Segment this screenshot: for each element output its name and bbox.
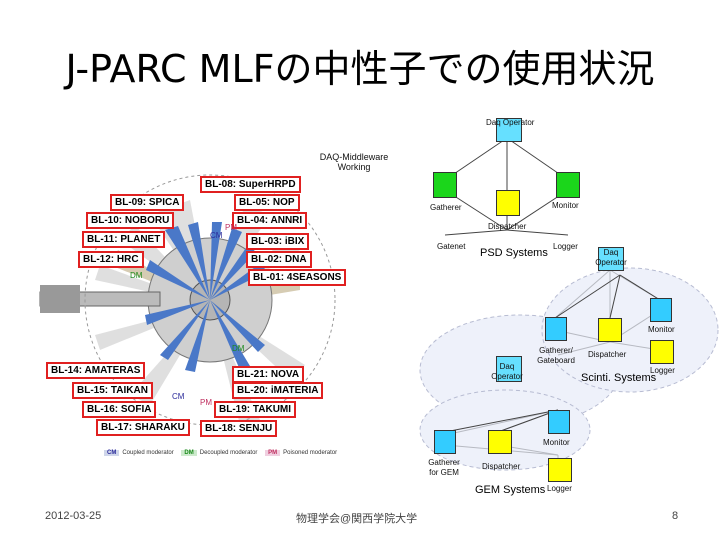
gem-monitor-label: Monitor <box>543 438 570 447</box>
middleware-label: DAQ-Middleware Working <box>319 152 389 172</box>
scinti-system-label: Scinti. Systems <box>581 372 657 384</box>
beamline-label: BL-15: TAIKAN <box>72 382 153 399</box>
psd-monitor-label: Monitor <box>552 201 579 210</box>
beamline-label: BL-17: SHARAKU <box>96 419 190 436</box>
scinti-operator-box <box>598 247 624 271</box>
moderator-tag: CM <box>210 231 223 240</box>
gem-dispatcher-label: Dispatcher <box>482 462 521 471</box>
legend-text: Decoupled moderator <box>199 450 258 456</box>
psd-gatherer-label: Gatherer <box>430 203 462 212</box>
psd-system-label: PSD Systems <box>480 247 548 259</box>
psd-monitor-box <box>556 172 580 198</box>
slide-title: J-PARC MLFの中性子での使用状況 <box>65 47 655 91</box>
daq-operator-box <box>496 118 522 142</box>
moderator-tag: PM <box>200 398 212 407</box>
legend-text: Poisoned moderator <box>283 450 338 456</box>
gem-logger-label: Logger <box>547 484 572 493</box>
footer-date: 2012-03-25 <box>45 510 102 522</box>
gem-monitor-box <box>548 410 570 434</box>
legend-tag: CM <box>104 450 120 456</box>
beamline-label: BL-04: ANNRI <box>232 212 308 229</box>
daq-operator-label: Daq Operator <box>486 118 535 127</box>
beamline-label: BL-10: NOBORU <box>86 212 175 229</box>
scinti-logger-label: Logger <box>650 366 675 375</box>
scinti-dispatcher-label: Dispatcher <box>588 350 627 359</box>
psd-dispatcher-label: Dispatcher <box>488 222 527 231</box>
beamline-label: BL-16: SOFIA <box>82 401 157 418</box>
beamline-label: BL-08: SuperHRPD <box>200 176 301 193</box>
psd-logger-label: Logger <box>553 242 578 251</box>
gem-operator-label: Daq Operator <box>491 362 523 381</box>
footer-venue: 物理学会@関西学院大学 <box>296 513 418 525</box>
psd-gatenet-label: Gatenet <box>437 242 466 251</box>
gem-operator-box <box>496 356 522 382</box>
beamline-label: BL-21: NOVA <box>232 366 305 383</box>
gem-dispatcher-box <box>488 430 512 454</box>
scinti-gatherer-label: Gatherer/ Gateboard <box>537 346 575 365</box>
beamline-label: BL-14: AMATERAS <box>46 362 146 379</box>
moderator-tag: PM <box>225 223 237 232</box>
beamline-label: BL-03: iBIX <box>246 233 310 250</box>
psd-dispatcher-box <box>496 190 520 216</box>
gem-system-label: GEM Systems <box>475 484 546 496</box>
beamline-label: BL-12: HRC <box>78 251 144 268</box>
beamline-label: BL-20: iMATERIA <box>232 382 324 399</box>
gem-logger-box <box>548 458 572 482</box>
gem-gatherer-box <box>434 430 456 454</box>
moderator-tag: CM <box>172 392 185 401</box>
moderator-tag: DM <box>232 344 245 353</box>
moderator-tag: DM <box>130 271 143 280</box>
scinti-logger-box <box>650 340 674 364</box>
scinti-monitor-label: Monitor <box>648 325 675 334</box>
page-number: 8 <box>672 510 679 522</box>
beamline-label: BL-05: NOP <box>234 194 300 211</box>
psd-gatherer-box <box>433 172 457 198</box>
legend-text: Coupled moderator <box>122 450 174 456</box>
scinti-monitor-box <box>650 298 672 322</box>
beamline-label: BL-11: PLANET <box>82 231 166 248</box>
scinti-dispatcher-box <box>598 318 622 342</box>
legend-tag: PM <box>265 450 281 456</box>
scinti-gatherer-box <box>545 317 567 341</box>
scinti-operator-label: Daq Operator <box>595 248 627 267</box>
beamline-label: BL-19: TAKUMI <box>214 401 297 418</box>
beamline-label: BL-02: DNA <box>246 251 312 268</box>
beamline-label: BL-18: SENJU <box>200 420 278 437</box>
legend-tag: DM <box>181 450 197 456</box>
gem-gatherer-label: Gatherer for GEM <box>428 458 460 477</box>
beamline-label: BL-01: 4SEASONS <box>248 269 347 286</box>
beamline-label: BL-09: SPICA <box>110 194 185 211</box>
